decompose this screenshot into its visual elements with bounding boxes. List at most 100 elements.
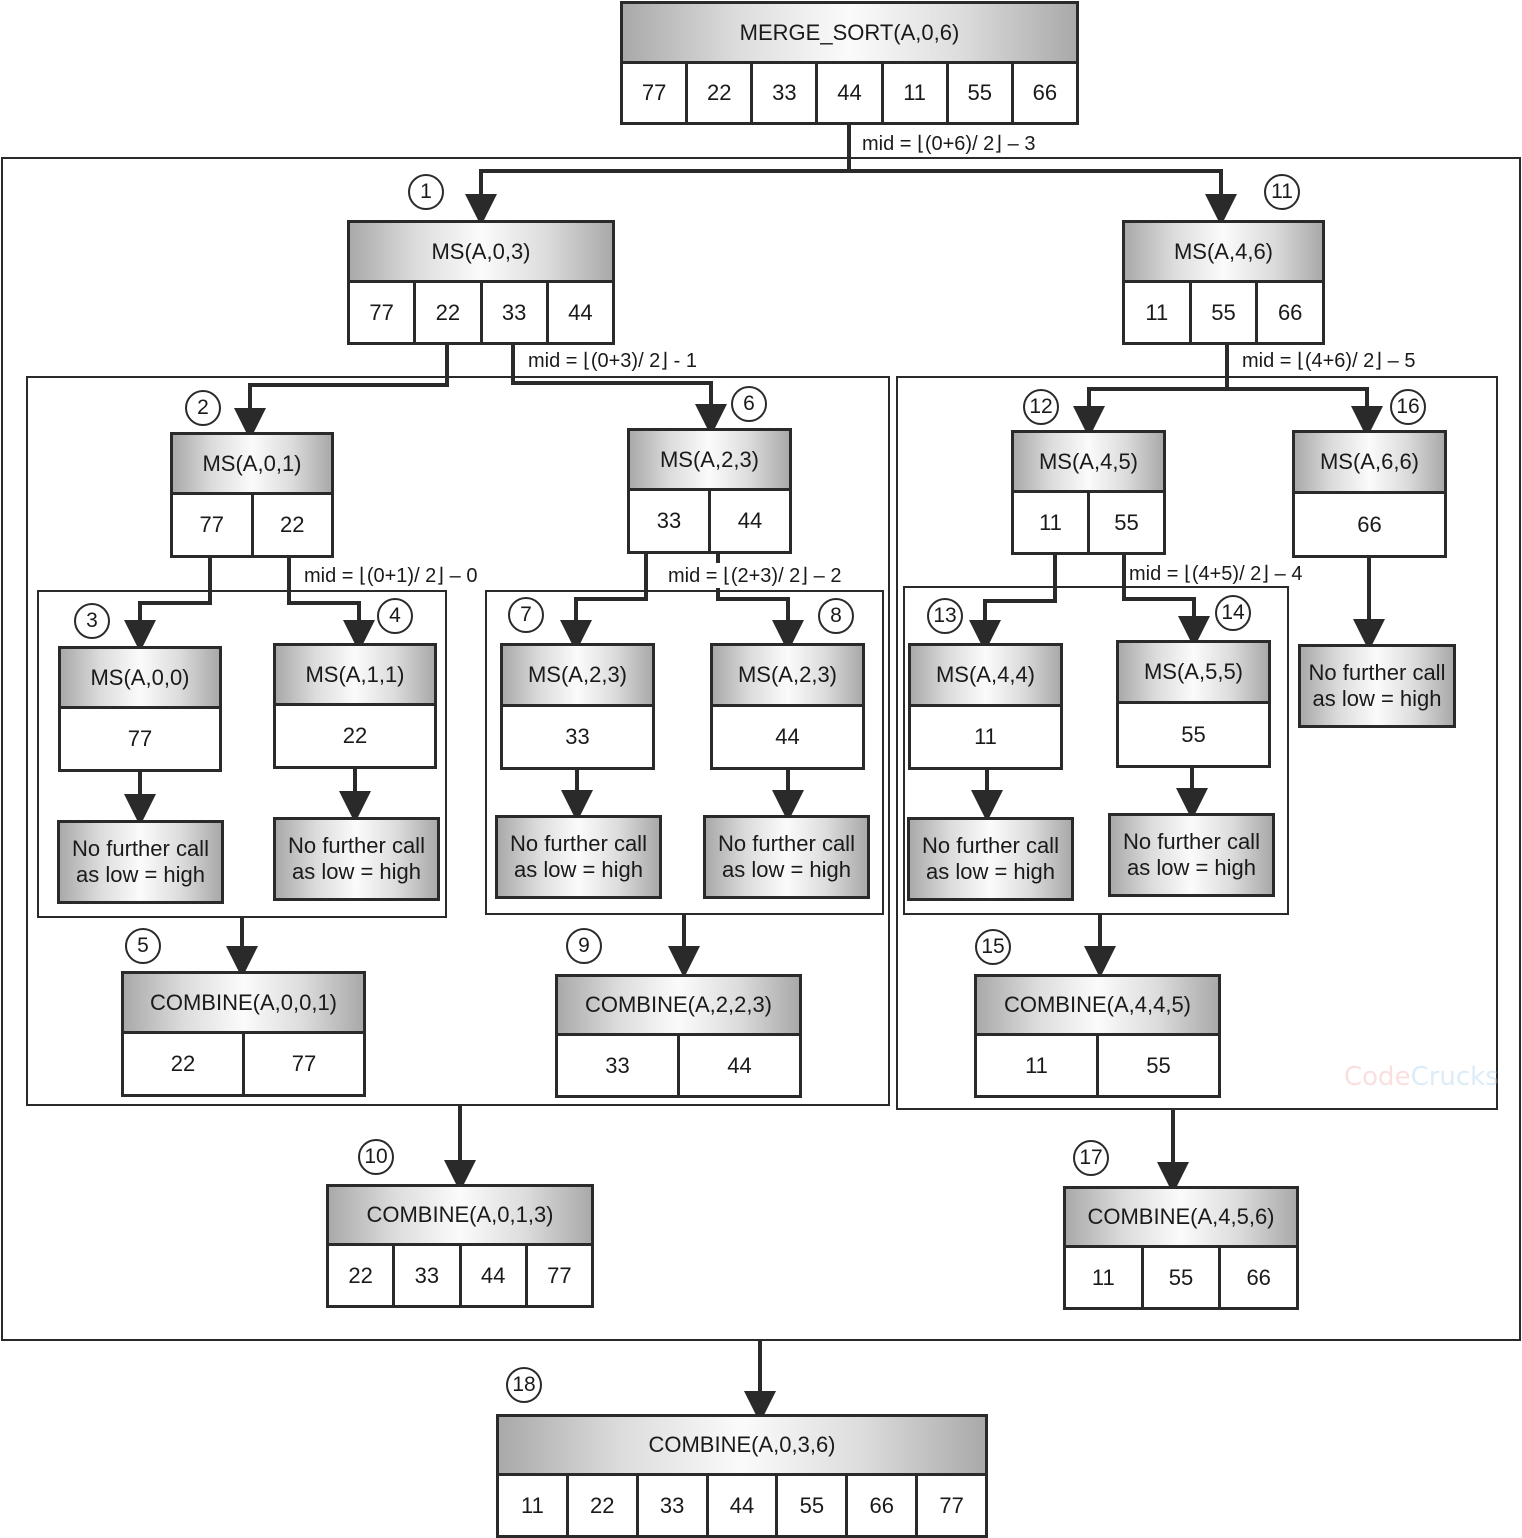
mid-label-0-6: mid = ⌊(0+6)/ 2⌋ – 3	[860, 131, 1038, 156]
value-cell: 44	[775, 724, 800, 749]
step-badge-6: 6	[731, 386, 767, 422]
value-cell: 44	[462, 1246, 528, 1305]
node-9: COMBINE(A,2,2,3)33 44	[555, 974, 802, 1098]
value-cell: 66	[1032, 80, 1058, 105]
mid-label-0-1: mid = ⌊(0+1)/ 2⌋ – 0	[302, 563, 480, 588]
value-cell: 77	[623, 64, 689, 122]
node-7: MS(A,2,3) 33	[500, 643, 655, 770]
step-badge-9: 9	[566, 928, 602, 964]
value-cell: 44	[727, 1052, 752, 1078]
value-cell: 11	[977, 1036, 1099, 1095]
node-cells: 11 55	[977, 1036, 1218, 1095]
value-cell: 11	[884, 64, 949, 122]
arrow-to-node-13	[969, 554, 1057, 652]
node-title: MS(A,2,3)	[503, 646, 652, 707]
step-badge-17: 17	[1073, 1140, 1109, 1176]
node-13: MS(A,4,4) 11	[908, 643, 1063, 770]
leaf-node-8: No further call as low = high	[703, 815, 870, 899]
step-badge-14: 14	[1215, 595, 1251, 631]
value-cell: 11	[1125, 283, 1192, 342]
node-title: MS(A,2,3)	[713, 646, 862, 707]
arrow-to-node-16	[1227, 387, 1383, 438]
arrow-to-node-14	[1122, 554, 1210, 648]
value-cell: 33	[483, 283, 549, 342]
arrow-to-node-1	[465, 169, 849, 226]
value-cell: 22	[569, 1476, 639, 1535]
arrow-to-node-11	[849, 169, 1237, 226]
value-cell: 66	[1277, 299, 1303, 325]
node-cells: 33 44	[558, 1036, 799, 1095]
watermark-part-1: Code	[1344, 1062, 1411, 1092]
value-cell: 11	[499, 1476, 569, 1535]
leaf-node-3: No further call as low = high	[57, 820, 224, 904]
node-8: MS(A,2,3) 44	[710, 643, 865, 770]
value-cell: 44	[818, 64, 884, 122]
value-cell: 11	[974, 724, 997, 749]
value-cell: 11	[1014, 493, 1090, 552]
value-cell: 77	[547, 1262, 572, 1288]
node-title: MS(A,4,5)	[1014, 433, 1163, 493]
mid-label-4-5: mid = ⌊(4+5)/ 2⌋ – 4	[1127, 561, 1305, 586]
watermark-part-2: Crucks	[1410, 1062, 1499, 1092]
node-title: COMBINE(A,2,2,3)	[558, 977, 799, 1036]
step-badge-11: 11	[1264, 174, 1300, 210]
value-cell: 66	[1246, 1264, 1271, 1290]
node-cells: 33	[503, 707, 652, 767]
step-badge-10: 10	[358, 1139, 394, 1175]
step-badge-8: 8	[818, 598, 854, 634]
right-half-frame	[896, 376, 1498, 1110]
frame-ms-0-1	[37, 590, 447, 918]
leaf-node-4: No further call as low = high	[273, 817, 440, 901]
node-title: MS(A,6,6)	[1295, 433, 1444, 494]
leaf-node-7: No further call as low = high	[495, 815, 662, 899]
node-title: MS(A,0,3)	[350, 223, 612, 283]
node-cells: 66	[1295, 494, 1444, 555]
value-cell: 33	[558, 1036, 680, 1095]
codecrucks-watermark: CodeCrucks	[1344, 1062, 1499, 1092]
value-cell: 22	[329, 1246, 396, 1305]
node-title: COMBINE(A,0,3,6)	[499, 1417, 985, 1476]
node-cells: 11	[911, 707, 1060, 767]
root-title: MERGE_SORT(A,0,6)	[623, 4, 1076, 64]
value-cell: 22	[416, 283, 483, 342]
value-cell: 77	[127, 726, 153, 751]
leaf-node-14: No further call as low = high	[1108, 813, 1275, 897]
node-title: MS(A,4,4)	[911, 646, 1060, 707]
frame-ms-2-3	[485, 590, 884, 915]
node-title: MS(A,0,1)	[173, 435, 331, 495]
node-title: COMBINE(A,4,5,6)	[1066, 1189, 1296, 1248]
value-cell: 33	[565, 724, 590, 749]
node-title: MS(A,1,1)	[276, 646, 434, 706]
step-badge-1: 1	[408, 174, 444, 210]
value-cell: 55	[1146, 1052, 1171, 1078]
value-cell: 33	[630, 491, 711, 551]
step-badge-15: 15	[975, 929, 1011, 965]
value-cell: 66	[1357, 511, 1382, 537]
step-badge-2: 2	[185, 390, 221, 426]
mid-label-4-6: mid = ⌊(4+6)/ 2⌋ – 5	[1240, 348, 1418, 373]
step-badge-3: 3	[74, 603, 110, 639]
node-3: MS(A,0,0)77	[58, 646, 222, 772]
node-title: COMBINE(A,0,1,3)	[329, 1187, 591, 1246]
step-badge-4: 4	[377, 598, 413, 634]
arrow-to-node-12	[1073, 344, 1229, 438]
value-cell: 55	[1181, 721, 1206, 747]
value-cell: 55	[1192, 283, 1259, 342]
value-cell: 22	[342, 723, 368, 748]
value-cell: 33	[395, 1246, 462, 1305]
